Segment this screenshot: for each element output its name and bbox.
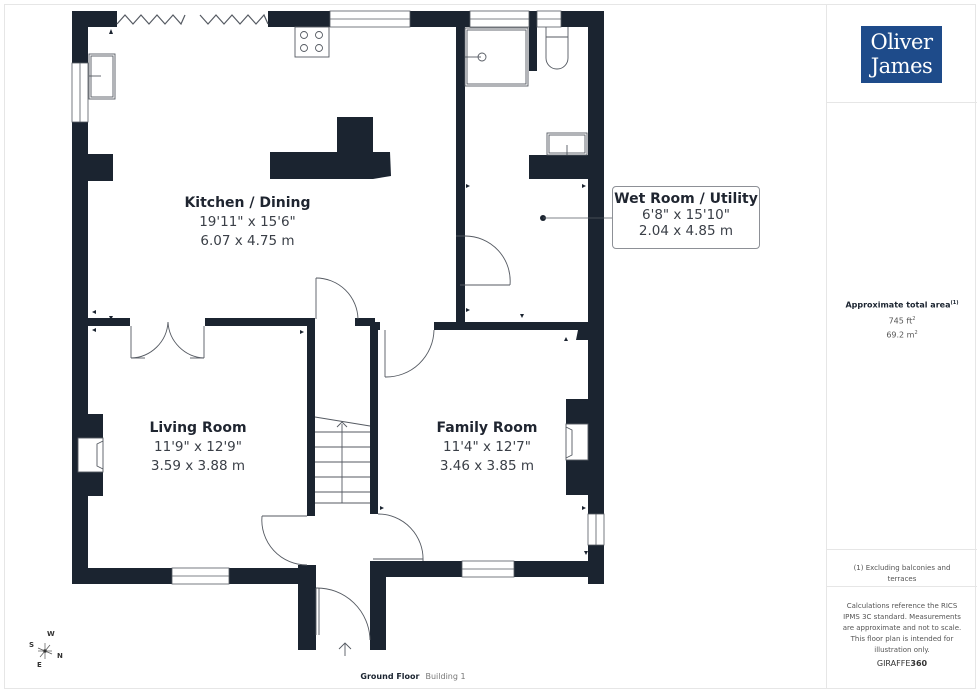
footnote-ref: (1): [950, 300, 959, 306]
page-frame: [4, 4, 976, 689]
room-imperial: 11'9" x 12'9": [154, 439, 242, 455]
room-kitchen-dining: Kitchen / Dining 19'11" x 15'6" 6.07 x 4…: [160, 194, 335, 251]
room-family-room: Family Room 11'4" x 12'7" 3.46 x 3.85 m: [407, 419, 567, 476]
info-sidebar: Oliver James Approximate total area(1) 7…: [826, 4, 977, 689]
compass-e: E: [37, 661, 42, 669]
doors: [130, 235, 511, 656]
room-imperial: 6'8" x 15'10": [642, 207, 730, 223]
measure-ticks: [92, 29, 588, 555]
compass-s: S: [29, 641, 35, 649]
divider: [827, 102, 977, 103]
bifold-doors: [116, 13, 269, 26]
compass-w: W: [47, 630, 55, 638]
room-wet-room-utility: Wet Room / Utility 6'8" x 15'10" 2.04 x …: [612, 186, 760, 249]
callout-leader: [540, 215, 612, 221]
floor-name: Ground Floor: [360, 672, 420, 681]
room-name: Family Room: [436, 420, 538, 436]
windows: [71, 10, 605, 585]
room-name: Wet Room / Utility: [614, 191, 758, 207]
room-metric: 6.07 x 4.75 m: [200, 233, 295, 249]
room-name: Living Room: [149, 420, 247, 436]
floor-plan: [37, 10, 612, 659]
logo-line2: James: [870, 54, 933, 78]
logo-line1: Oliver: [870, 30, 933, 54]
room-metric: 2.04 x 4.85 m: [638, 223, 734, 239]
room-imperial: 19'11" x 15'6": [199, 214, 296, 230]
room-name: Kitchen / Dining: [184, 195, 311, 211]
fixtures: [77, 26, 589, 504]
divider: [827, 549, 977, 550]
compass-n: N: [57, 652, 63, 660]
room-living-room: Living Room 11'9" x 12'9" 3.59 x 3.88 m: [118, 419, 278, 476]
area-title: Approximate total area(1): [845, 300, 959, 310]
area-metric: 69.2 m2: [886, 330, 918, 340]
agency-logo: Oliver James: [861, 26, 942, 83]
divider: [827, 586, 977, 587]
disclaimer-text: Calculations reference the RICS IPMS 3C …: [842, 602, 962, 654]
footnote-text: (1) Excluding balconies and terraces: [853, 564, 951, 583]
room-imperial: 11'4" x 12'7": [443, 439, 531, 455]
walls: [72, 11, 604, 650]
area-imperial: 745 ft2: [888, 316, 916, 326]
floor-caption: Ground Floor Building 1: [0, 672, 826, 681]
room-metric: 3.46 x 3.85 m: [439, 458, 535, 474]
compass-icon: [37, 643, 53, 659]
building-name: Building 1: [425, 672, 466, 681]
giraffe360-brand: GIRAFFE360: [876, 659, 928, 668]
room-metric: 3.59 x 3.88 m: [150, 458, 246, 474]
